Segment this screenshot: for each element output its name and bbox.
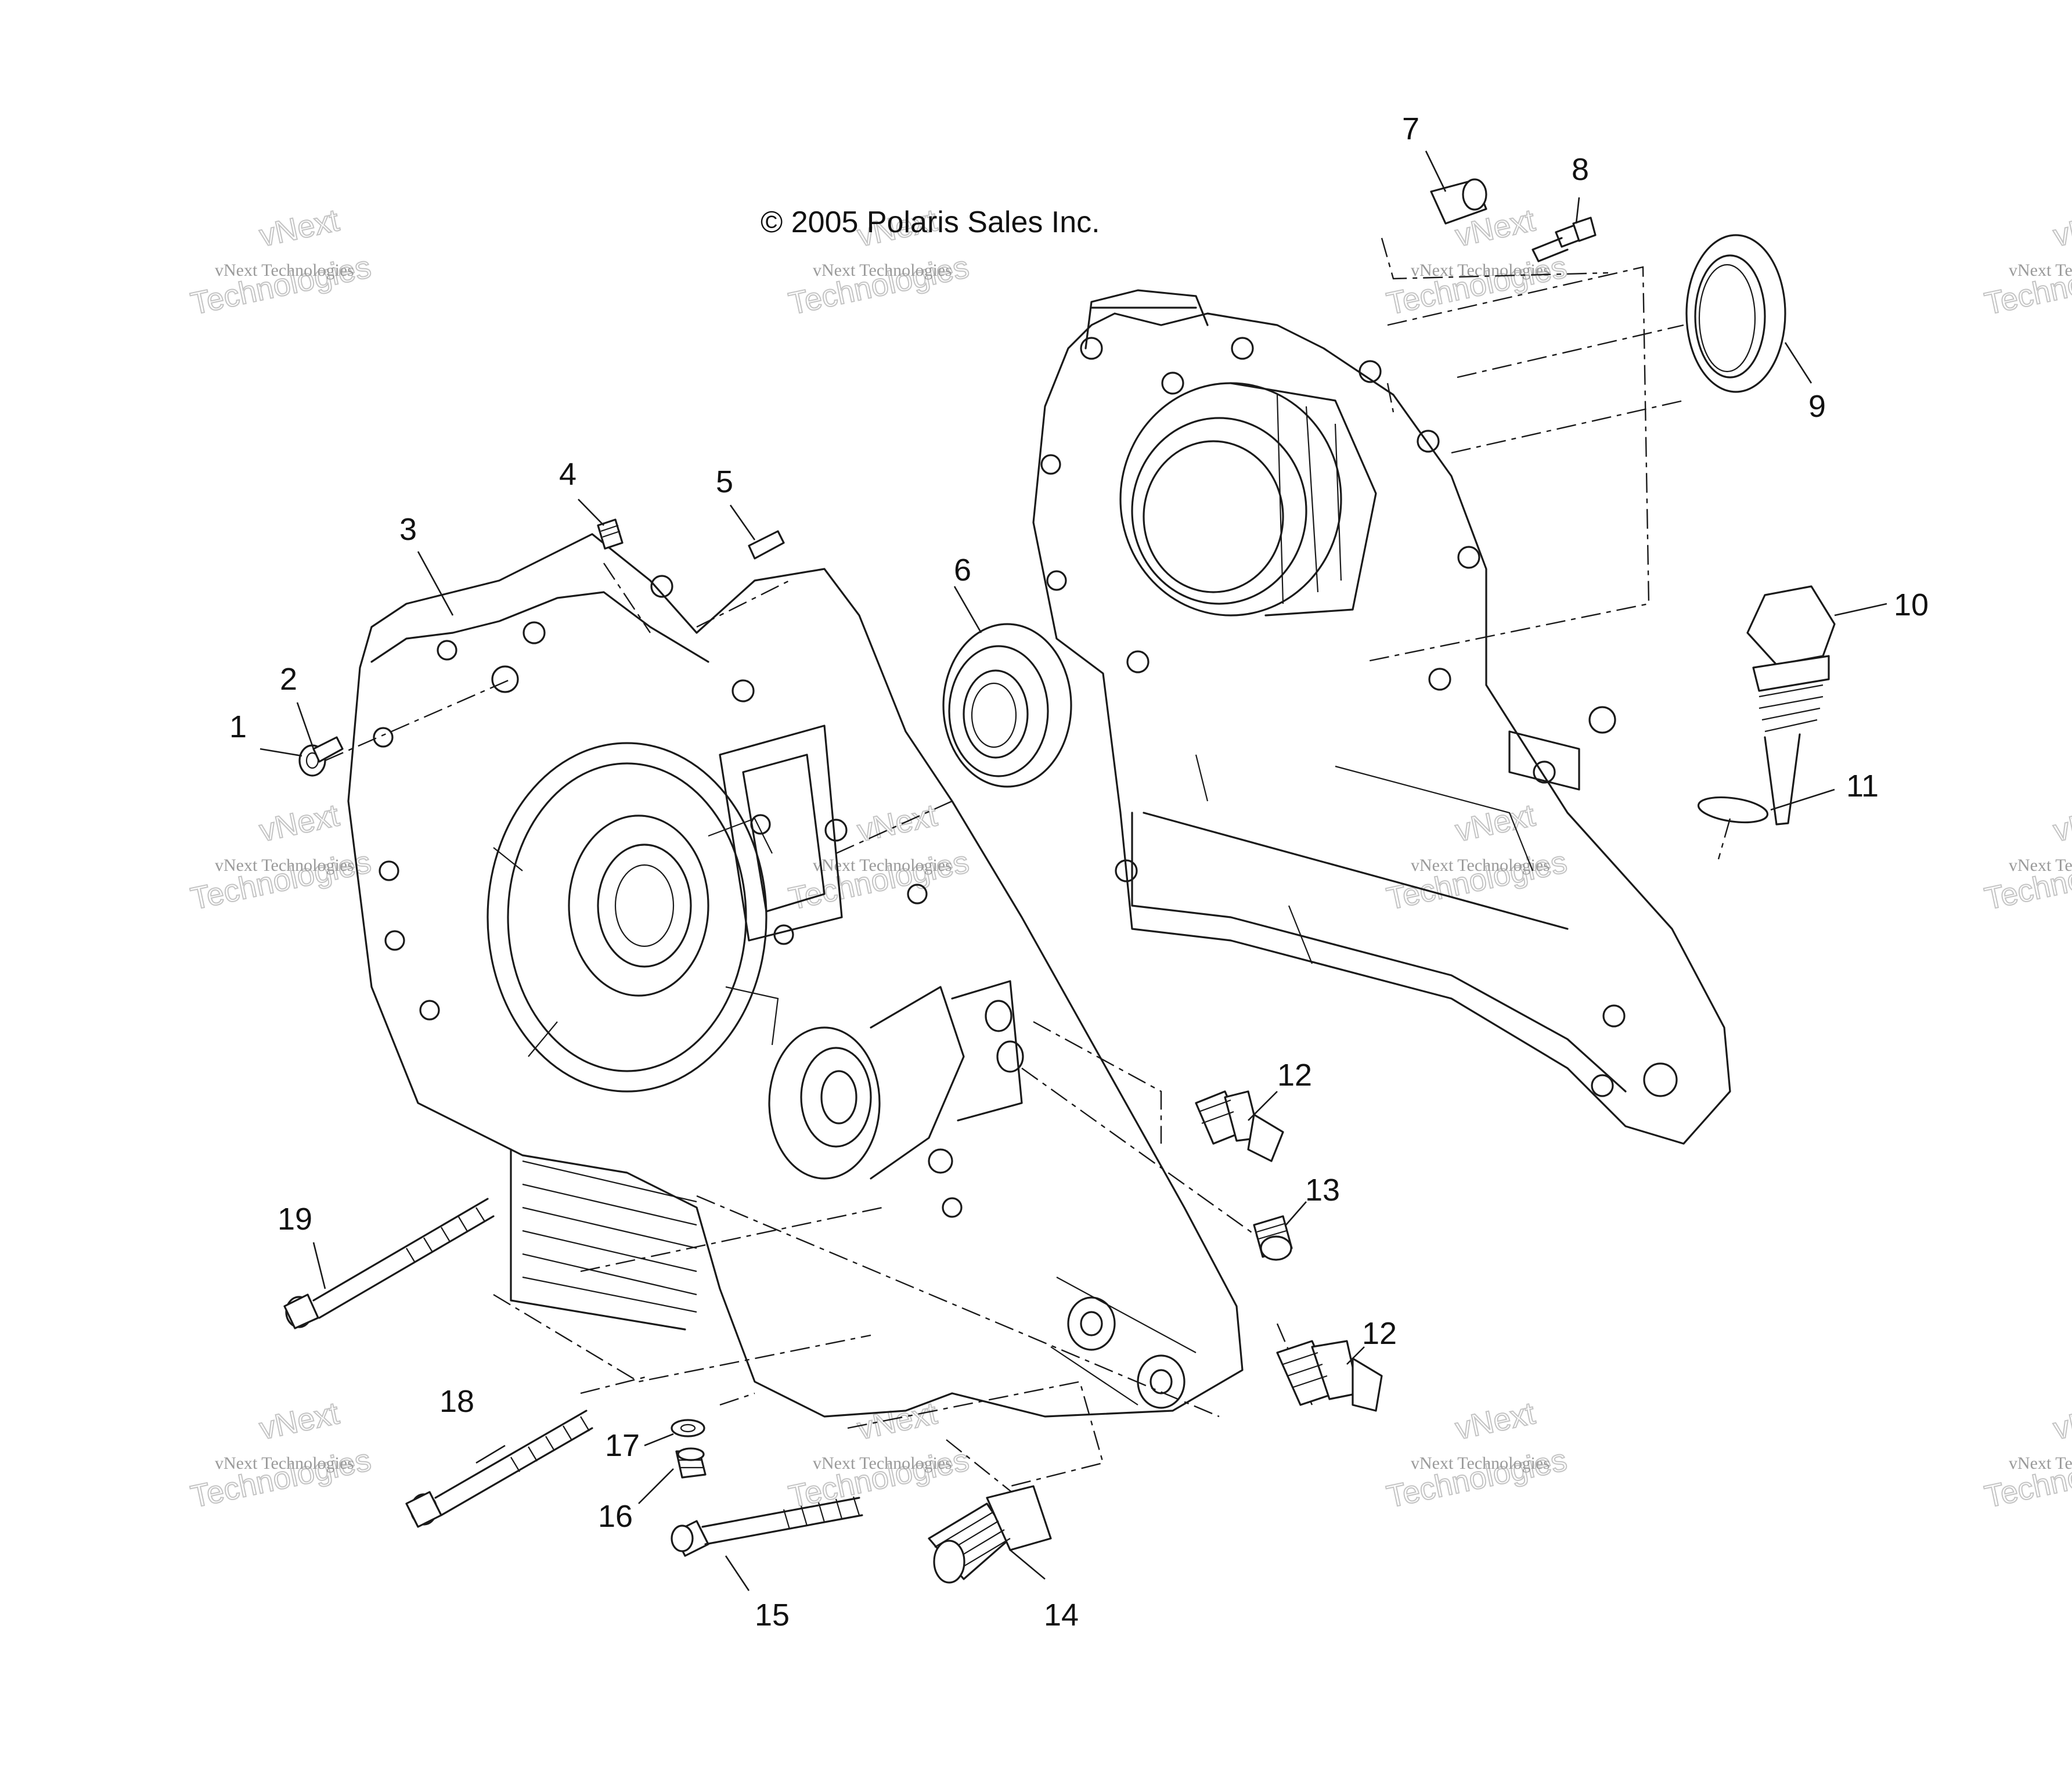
svg-text:vNext: vNext bbox=[257, 798, 343, 848]
part-19-bolt bbox=[283, 1198, 495, 1329]
watermark: vNext Technologies vNext Technologies bbox=[785, 797, 972, 917]
callout-2: 2 bbox=[280, 662, 297, 697]
callout-19: 19 bbox=[278, 1202, 312, 1237]
watermark: vNext Technologies vNext Technologies bbox=[1383, 1395, 1570, 1515]
part-10-dipstick bbox=[1746, 585, 1836, 826]
svg-text:vNext: vNext bbox=[1453, 798, 1538, 848]
callout-5: 5 bbox=[716, 464, 733, 499]
watermarks: vNext Technologies vNext Technologies vN… bbox=[187, 202, 2072, 1515]
callout-8: 8 bbox=[1572, 152, 1589, 187]
part-17-washer bbox=[671, 1419, 705, 1437]
watermark: vNext Technologies vNext Technologies bbox=[1383, 202, 1570, 322]
part-18-bolt bbox=[405, 1410, 593, 1528]
svg-text:vNext Technologies: vNext Technologies bbox=[215, 1454, 354, 1473]
crankcase-right-half bbox=[1032, 289, 1731, 1145]
svg-text:vNext Technologies: vNext Technologies bbox=[215, 261, 354, 280]
watermark: vNext Technologies vNext Technologies bbox=[1383, 797, 1570, 917]
callout-labels: 1 2 3 4 5 6 7 8 9 10 11 12 13 12 14 15 1… bbox=[229, 111, 1929, 1632]
part-14-fitting bbox=[928, 1485, 1052, 1584]
watermark: vNext Technologies vNext Technologies bbox=[1981, 1395, 2072, 1515]
svg-text:vNext Technologies: vNext Technologies bbox=[813, 856, 952, 875]
callout-12-upper: 12 bbox=[1277, 1058, 1312, 1093]
part-11-o-ring bbox=[1697, 796, 1769, 824]
callout-15: 15 bbox=[755, 1598, 790, 1632]
svg-text:vNext Technologies: vNext Technologies bbox=[2009, 261, 2072, 280]
watermark: vNext Technologies vNext Technologies bbox=[1981, 202, 2072, 322]
watermark: vNext Technologies vNext Technologies bbox=[1981, 797, 2072, 917]
part-9-oil-seal bbox=[1685, 234, 1786, 393]
callout-12-lower: 12 bbox=[1362, 1316, 1397, 1351]
part-16-drain-plug bbox=[675, 1447, 707, 1479]
svg-text:vNext Technologies: vNext Technologies bbox=[2009, 1454, 2072, 1473]
part-12-fitting-lower bbox=[1276, 1340, 1383, 1412]
callout-1: 1 bbox=[229, 709, 247, 744]
callout-7: 7 bbox=[1402, 111, 1419, 146]
part-13-plug bbox=[1253, 1215, 1293, 1261]
callout-3: 3 bbox=[399, 512, 417, 547]
part-12-fitting-upper bbox=[1195, 1090, 1284, 1162]
watermark: vNext Technologies vNext Technologies bbox=[187, 797, 374, 917]
svg-text:vNext: vNext bbox=[2051, 203, 2072, 253]
callout-13: 13 bbox=[1305, 1173, 1340, 1208]
svg-text:vNext Technologies: vNext Technologies bbox=[1411, 1454, 1550, 1473]
callout-16: 16 bbox=[598, 1499, 633, 1534]
part-15-bolt bbox=[671, 1496, 863, 1557]
part-6-bearing bbox=[942, 623, 1072, 788]
part-2-dowel-pin bbox=[312, 736, 344, 763]
part-5-pin bbox=[748, 530, 785, 560]
callout-17: 17 bbox=[605, 1428, 640, 1463]
svg-text:vNext: vNext bbox=[855, 798, 940, 848]
callout-11: 11 bbox=[1846, 769, 1879, 803]
watermark: vNext Technologies vNext Technologies bbox=[187, 202, 374, 322]
callout-14: 14 bbox=[1044, 1598, 1079, 1632]
callout-18: 18 bbox=[439, 1384, 474, 1419]
svg-text:vNext: vNext bbox=[2051, 1396, 2072, 1446]
svg-text:vNext: vNext bbox=[257, 1396, 343, 1446]
callout-4: 4 bbox=[559, 457, 576, 492]
svg-text:vNext Technologies: vNext Technologies bbox=[2009, 856, 2072, 875]
crankcase-left-half bbox=[347, 533, 1244, 1418]
svg-text:vNext Technologies: vNext Technologies bbox=[215, 856, 354, 875]
svg-text:vNext Technologies: vNext Technologies bbox=[813, 261, 952, 280]
callout-9: 9 bbox=[1808, 389, 1826, 424]
callout-10: 10 bbox=[1894, 588, 1929, 622]
svg-text:vNext: vNext bbox=[1453, 1396, 1538, 1446]
copyright-text: © 2005 Polaris Sales Inc. bbox=[761, 206, 1100, 239]
callout-6: 6 bbox=[954, 553, 971, 588]
watermark: vNext Technologies vNext Technologies bbox=[187, 1395, 374, 1515]
svg-text:vNext: vNext bbox=[257, 203, 343, 253]
part-4-dowel bbox=[597, 518, 624, 550]
alignment-lines bbox=[325, 237, 1731, 1510]
svg-text:vNext Technologies: vNext Technologies bbox=[1411, 261, 1550, 280]
svg-text:vNext Technologies: vNext Technologies bbox=[1411, 856, 1550, 875]
part-8-bolt bbox=[1532, 217, 1597, 262]
leader-lines bbox=[260, 150, 1887, 1591]
svg-text:vNext: vNext bbox=[2051, 798, 2072, 848]
svg-text:vNext Technologies: vNext Technologies bbox=[813, 1454, 952, 1473]
